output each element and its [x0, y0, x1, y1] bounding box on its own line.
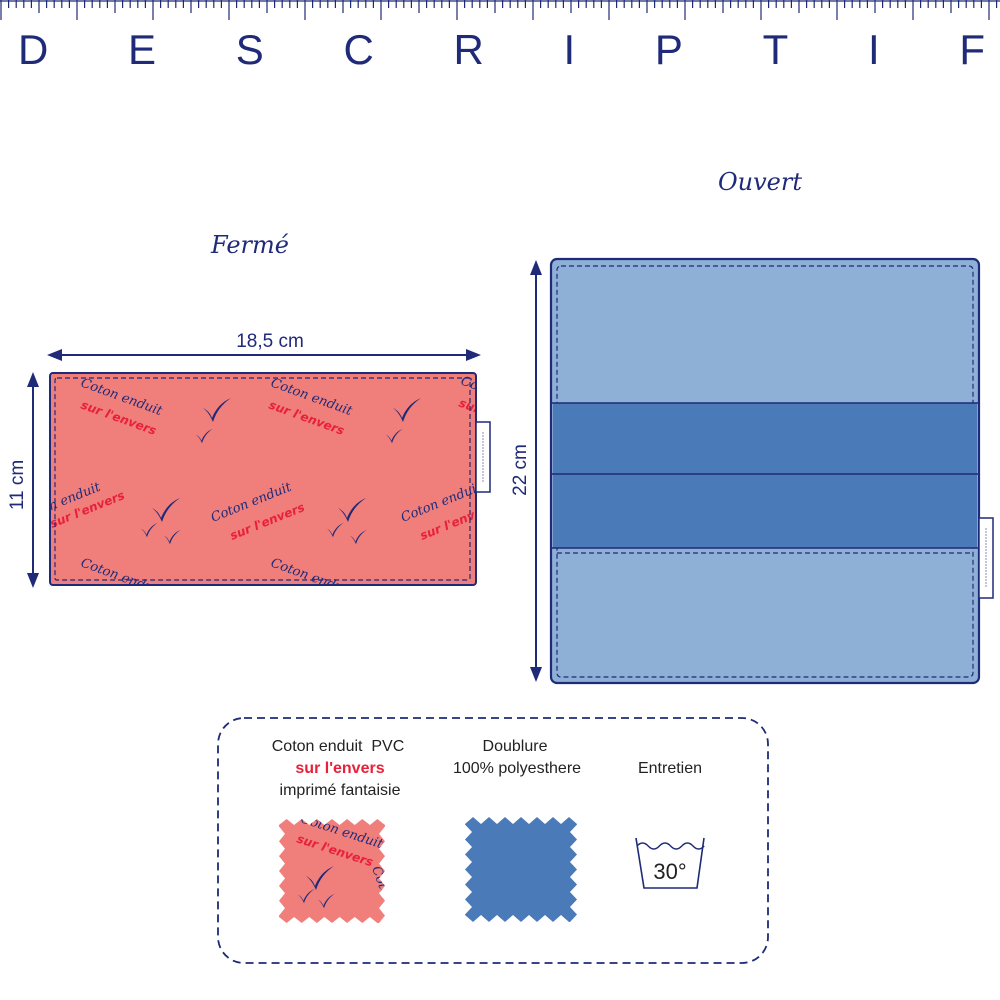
page-title: DESCRIPTIF: [18, 26, 985, 73]
closed-height-label: 11 cm: [7, 460, 28, 510]
arrow-left-icon: [47, 349, 62, 361]
open-pouch-stitching: [556, 265, 974, 678]
open-height-label: 22 cm: [510, 444, 531, 496]
closed-pouch: Coton enduit sur l'envers Coton enduit s…: [49, 372, 491, 586]
closed-height-dimension: 11 cm: [7, 372, 39, 588]
open-label: Ouvert: [718, 168, 802, 196]
water-wave-icon: [636, 842, 705, 850]
materials-legend: Coton enduit PVC sur l'envers imprimé fa…: [217, 717, 769, 964]
closed-label: Fermé: [210, 231, 289, 259]
fabric-title: Coton enduit PVC: [272, 738, 405, 755]
arrow-down-icon: [530, 667, 542, 682]
wash-basin-icon: [635, 837, 705, 889]
lining-composition: 100% polyesthere: [453, 760, 581, 777]
lining-title: Doublure: [483, 738, 548, 755]
closed-width-dimension: 18,5 cm: [47, 331, 481, 361]
arrow-up-icon: [27, 372, 39, 387]
open-height-dimension: 22 cm: [510, 260, 542, 682]
closed-width-label: 18,5 cm: [236, 331, 304, 352]
ruler: [0, 0, 1000, 20]
legend-frame: [217, 717, 769, 964]
arrow-up-icon: [530, 260, 542, 275]
open-pouch: [549, 257, 994, 685]
closed-pouch-stitching: [54, 377, 471, 581]
arrow-right-icon: [466, 349, 481, 361]
care-title: Entretien: [638, 760, 702, 777]
wash-30-icon: 30°: [635, 837, 705, 889]
wash-temperature: 30°: [653, 859, 686, 884]
fabric-reverse-note: sur l'envers: [295, 760, 384, 777]
lining-swatch: [465, 817, 577, 922]
inner-pocket-band: [553, 403, 977, 548]
arrow-down-icon: [27, 573, 39, 588]
fabric-print-note: imprimé fantaisie: [280, 782, 401, 799]
